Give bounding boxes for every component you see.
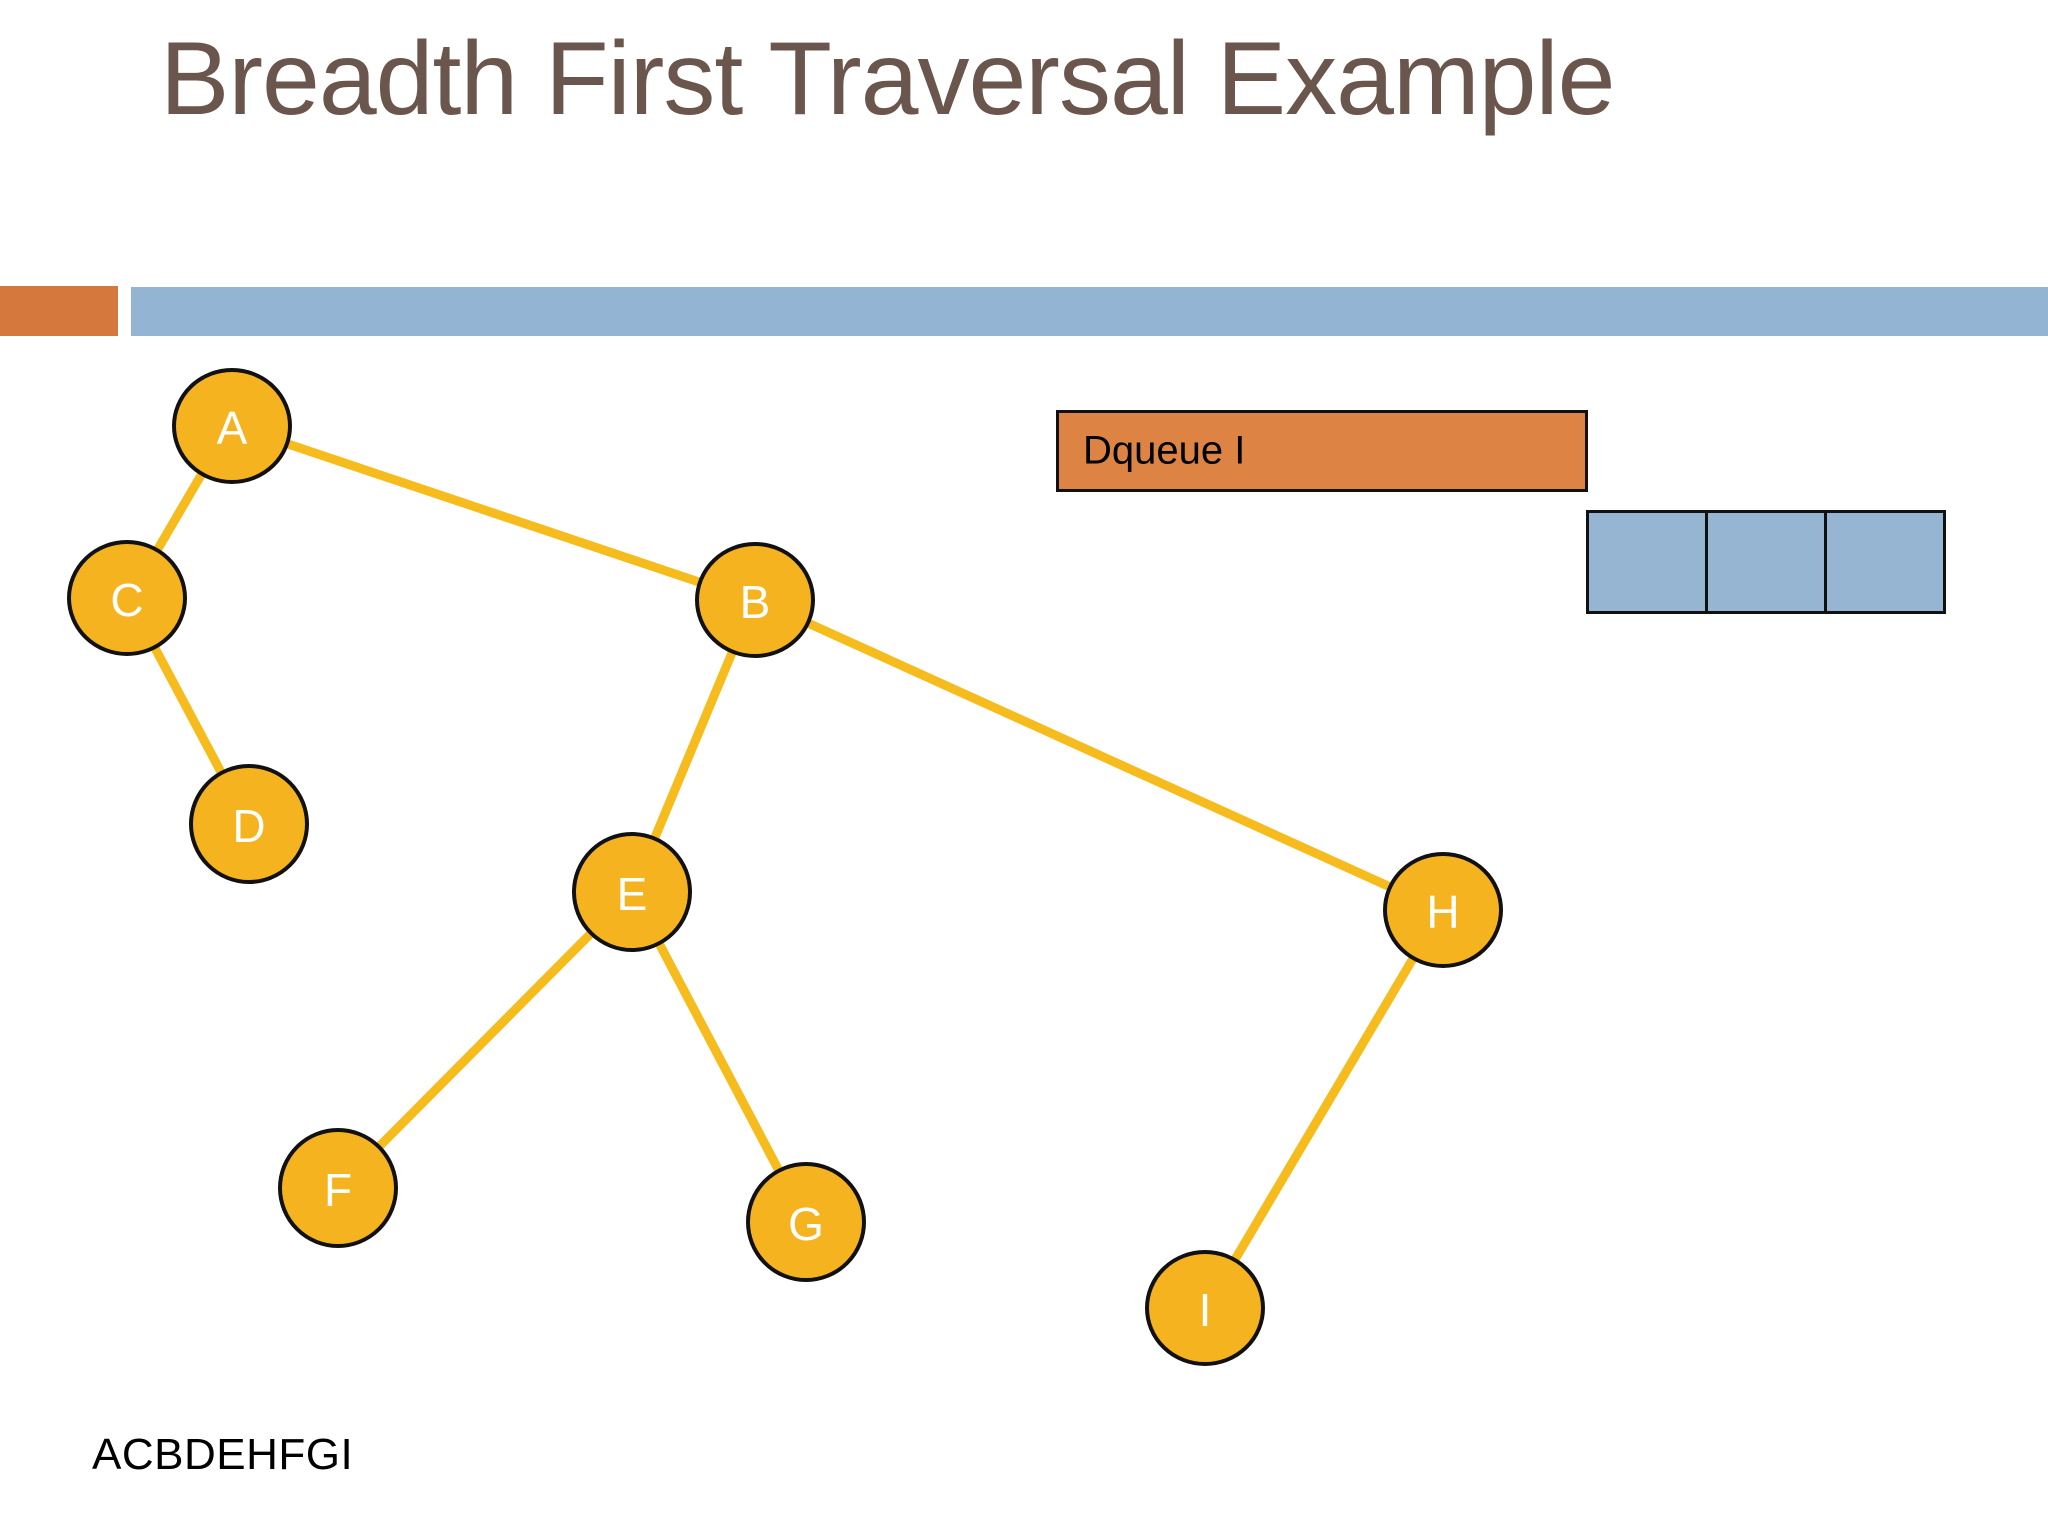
tree-node-circle-e: [572, 832, 692, 952]
tree-edge-H-I: [1228, 952, 1420, 1266]
tree-node-label-c: C: [110, 574, 143, 626]
tree-node-a[interactable]: A: [172, 368, 292, 484]
tree-node-circle-b: [695, 542, 815, 658]
tree-node-label-g: G: [788, 1198, 824, 1250]
tree-node-h[interactable]: H: [1383, 852, 1503, 968]
tree-node-label-b: B: [740, 576, 771, 628]
tree-node-circle-i: [1145, 1250, 1265, 1366]
tree-node-c[interactable]: C: [67, 540, 187, 656]
tree-node-label-f: F: [324, 1164, 352, 1216]
tree-node-label-d: D: [232, 800, 265, 852]
tree-node-circle-f: [278, 1128, 398, 1248]
queue-cell-2[interactable]: [1827, 513, 1943, 611]
tree-edge-A-B: [281, 438, 706, 588]
page-title: Breadth First Traversal Example: [160, 21, 1615, 137]
tree-node-g[interactable]: G: [746, 1162, 866, 1282]
tree-node-e[interactable]: E: [572, 832, 692, 952]
dqueue-callout[interactable]: Dqueue I: [1056, 410, 1588, 492]
queue-cell-0[interactable]: [1589, 513, 1708, 611]
tree-node-circle-d: [189, 764, 309, 884]
tree-node-label-e: E: [617, 868, 648, 920]
tree-edges-group: [148, 438, 1420, 1266]
tree-node-circle-c: [67, 540, 187, 656]
header-accent-block: [0, 286, 118, 336]
tree-node-b[interactable]: B: [695, 542, 815, 658]
tree-node-label-h: H: [1426, 886, 1459, 938]
tree-edge-B-H: [802, 617, 1396, 893]
tree-node-f[interactable]: F: [278, 1128, 398, 1248]
tree-node-label-a: A: [217, 402, 248, 454]
queue-strip[interactable]: [1586, 510, 1946, 614]
tree-node-i[interactable]: I: [1145, 1250, 1265, 1366]
tree-node-circle-g: [746, 1162, 866, 1282]
tree-node-circle-h: [1383, 852, 1503, 968]
tree-node-label-i: I: [1199, 1284, 1212, 1336]
tree-edge-A-C: [151, 468, 208, 556]
tree-node-d[interactable]: D: [189, 764, 309, 884]
tree-node-circle-a: [172, 368, 292, 484]
tree-edge-C-D: [148, 641, 228, 779]
header-band: [131, 287, 2048, 336]
tree-edge-E-G: [653, 937, 785, 1177]
tree-edge-B-E: [648, 646, 739, 844]
traversal-output-text: ACBDEHFGI: [92, 1430, 354, 1479]
tree-nodes-group: A C B D E F G H I: [67, 368, 1503, 1366]
dqueue-callout-label: Dqueue I: [1083, 428, 1246, 473]
tree-edge-E-F: [372, 927, 598, 1153]
queue-cell-1[interactable]: [1708, 513, 1827, 611]
